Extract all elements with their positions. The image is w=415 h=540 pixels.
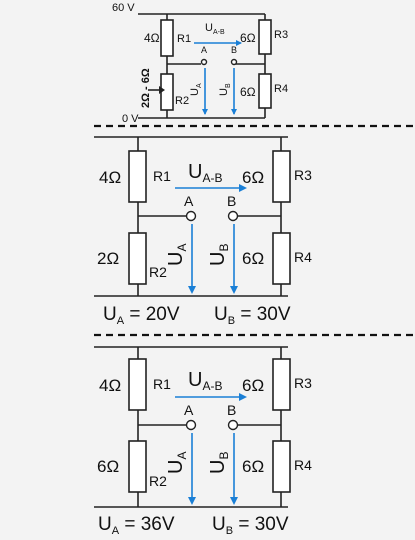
c2-r4-name: R4 — [294, 457, 312, 473]
top-resistor-r3 — [258, 19, 272, 55]
top-resistor-r2 — [160, 73, 174, 111]
c2-r3-name: R3 — [294, 375, 312, 391]
top-r3-name: R3 — [274, 29, 288, 41]
top-node-a — [200, 58, 208, 66]
top-ub-label: UB — [218, 83, 232, 96]
c1-resistor-r2 — [128, 232, 147, 285]
c2-r1-value: 4Ω — [99, 376, 121, 395]
c2-node-b — [227, 419, 239, 431]
c1-ua-label: UA — [165, 244, 189, 266]
c1-result-ua: UA = 20V — [103, 304, 180, 327]
c2-result-ub: UB = 30V — [212, 514, 289, 537]
c2-resistor-r4 — [272, 440, 291, 493]
c1-uab-label: UA-B — [188, 161, 222, 185]
top-node-a-label: A — [201, 45, 207, 55]
c2-node-b-label: B — [227, 402, 236, 418]
c1-r1-value: 4Ω — [99, 168, 121, 187]
supply-label: 60 V — [112, 2, 135, 14]
top-r2-range: 2Ω - 6Ω — [140, 68, 152, 108]
c2-r2-value: 6Ω — [97, 457, 119, 476]
c1-node-a-label: A — [184, 193, 194, 209]
c1-resistor-r3 — [272, 150, 291, 203]
c1-node-a — [185, 210, 197, 222]
c2-result-ua: UA = 36V — [98, 514, 175, 537]
circuit-1: 4Ω R1 6Ω R3 2Ω R2 6Ω R4 UA-B A B UA UB U… — [94, 136, 312, 327]
c1-r4-name: R4 — [294, 249, 312, 265]
c1-r4-value: 6Ω — [242, 249, 264, 268]
top-r1-value: 4Ω — [144, 31, 160, 45]
top-circuit: 60 V 0 V 4Ω R1 6Ω R3 6Ω R4 R2 2Ω - 6Ω UA… — [112, 2, 288, 125]
c2-ua-label: UA — [165, 452, 189, 474]
ground-label: 0 V — [122, 113, 139, 125]
c1-r3-name: R3 — [294, 167, 312, 183]
top-r3-value: 6Ω — [240, 31, 256, 45]
c1-r1-name: R1 — [153, 168, 171, 184]
c2-ub-label: UB — [207, 452, 231, 474]
c2-uab-label: UA-B — [188, 369, 222, 393]
c1-r3-value: 6Ω — [242, 168, 264, 187]
top-resistor-r4 — [258, 73, 272, 109]
c1-ub-label: UB — [207, 244, 231, 266]
c2-r2-name: R2 — [149, 473, 167, 489]
c1-r2-value: 2Ω — [97, 249, 119, 268]
c2-resistor-r1 — [128, 358, 147, 411]
top-ua-label: UA — [189, 83, 203, 96]
c1-r2-name: R2 — [149, 264, 167, 280]
c2-r4-value: 6Ω — [242, 457, 264, 476]
c2-resistor-r3 — [272, 358, 291, 411]
c2-resistor-r2 — [128, 440, 147, 493]
circuit-2: 4Ω R1 6Ω R3 6Ω R2 6Ω R4 UA-B A B UA UB U… — [94, 346, 312, 537]
top-node-b-label: B — [231, 45, 237, 55]
c1-result-ub: UB = 30V — [214, 304, 291, 327]
top-resistor-r1 — [160, 19, 174, 57]
top-r2-wiper-arrow — [159, 86, 165, 94]
c2-node-a — [185, 419, 197, 431]
c2-r1-name: R1 — [153, 376, 171, 392]
c1-resistor-r4 — [272, 232, 291, 285]
c1-resistor-r1 — [128, 150, 147, 203]
c1-node-b-label: B — [227, 193, 236, 209]
top-r1-name: R1 — [177, 33, 191, 45]
top-node-b — [230, 58, 238, 66]
top-r2-name: R2 — [175, 95, 189, 107]
top-uab-label: UA-B — [205, 22, 225, 36]
c2-r3-value: 6Ω — [242, 376, 264, 395]
c1-node-b — [227, 210, 239, 222]
top-r4-name: R4 — [274, 83, 288, 95]
top-r4-value: 6Ω — [240, 85, 256, 99]
c2-node-a-label: A — [184, 402, 194, 418]
